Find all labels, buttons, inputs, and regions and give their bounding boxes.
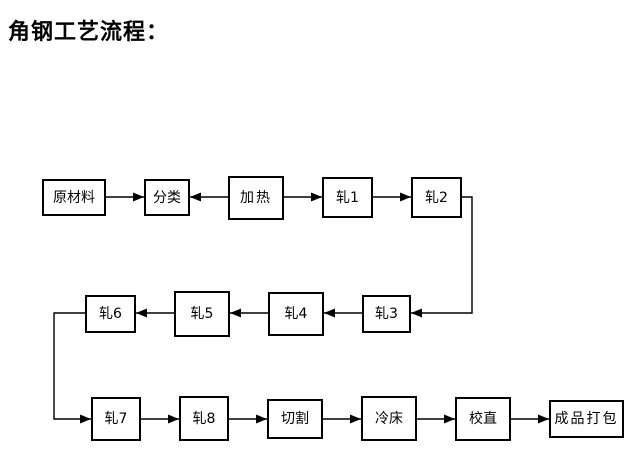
- node-heating[interactable]: 加热: [228, 176, 284, 220]
- node-label-roll-4: 轧4: [284, 306, 308, 322]
- node-label-sorting: 分类: [153, 189, 181, 206]
- node-label-straightening: 校直: [469, 411, 497, 427]
- arrowhead-right-4: [168, 414, 179, 424]
- node-label-roll-3: 轧3: [375, 306, 398, 322]
- arrowhead-left-5: [230, 308, 241, 318]
- arrowhead-right-5: [256, 414, 267, 424]
- node-raw-material[interactable]: 原材料: [42, 179, 106, 216]
- node-label-packaging: 成品打包: [554, 411, 619, 427]
- node-packaging[interactable]: 成品打包: [549, 400, 624, 438]
- edge-roll-6-roll-7: [53, 312, 91, 420]
- node-roll-3[interactable]: 轧3: [362, 295, 411, 333]
- node-cooling-bed[interactable]: 冷床: [361, 396, 417, 441]
- node-label-cooling-bed: 冷床: [375, 410, 403, 427]
- node-roll-8[interactable]: 轧8: [179, 396, 229, 441]
- node-label-roll-7: 轧7: [104, 411, 128, 427]
- arrowhead-right-3: [80, 414, 91, 424]
- node-roll-4[interactable]: 轧4: [268, 292, 324, 336]
- arrowhead-left-3: [411, 308, 422, 318]
- page-title: 角钢工艺流程：: [8, 20, 170, 45]
- node-label-roll-1: 轧1: [336, 189, 359, 206]
- arrowhead-left-4: [324, 308, 335, 318]
- node-straightening[interactable]: 校直: [455, 397, 511, 441]
- node-roll-6[interactable]: 轧6: [85, 295, 136, 333]
- arrowhead-right-2: [400, 192, 411, 202]
- node-label-cutting: 切割: [281, 411, 309, 427]
- node-label-roll-6: 轧6: [99, 306, 122, 322]
- edge-roll-2-roll-3: [411, 196, 473, 314]
- node-roll-7[interactable]: 轧7: [91, 397, 141, 441]
- node-label-roll-8: 轧8: [192, 410, 216, 427]
- node-roll-2[interactable]: 轧2: [411, 177, 462, 218]
- arrowhead-right-8: [538, 414, 549, 424]
- node-label-roll-5: 轧5: [190, 306, 214, 322]
- arrowhead-right-6: [350, 414, 361, 424]
- arrowhead-right-1: [133, 192, 144, 202]
- node-label-raw-material: 原材料: [53, 189, 95, 206]
- arrowhead-left-2: [311, 192, 322, 202]
- node-cutting[interactable]: 切割: [267, 399, 323, 439]
- node-label-heating: 加热: [240, 190, 272, 206]
- node-sorting[interactable]: 分类: [144, 179, 190, 216]
- node-roll-5[interactable]: 轧5: [174, 291, 230, 337]
- arrowhead-right-7: [444, 414, 455, 424]
- node-label-roll-2: 轧2: [425, 189, 448, 206]
- node-roll-1[interactable]: 轧1: [322, 177, 373, 218]
- arrowhead-left-1: [190, 192, 201, 202]
- arrowhead-left-6: [136, 308, 147, 318]
